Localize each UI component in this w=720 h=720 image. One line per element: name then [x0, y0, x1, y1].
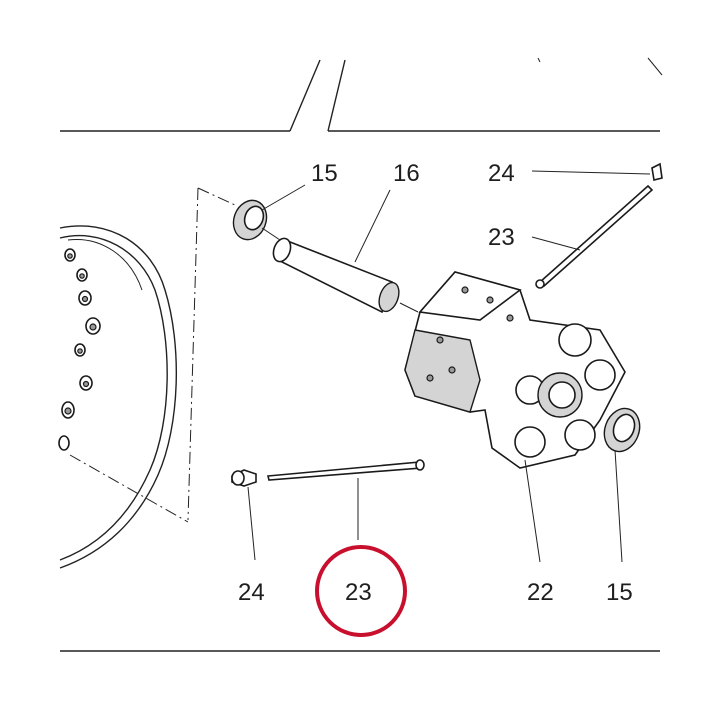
frame-lines	[60, 57, 663, 652]
rim-holes	[58, 248, 101, 451]
wheel-rim	[58, 225, 178, 569]
screw-top	[651, 162, 663, 181]
rod-bottom	[266, 459, 425, 481]
callout-hub: 22	[527, 579, 554, 606]
callout-screw-bottom: 24	[238, 579, 265, 606]
screw-bottom	[231, 469, 257, 487]
seal-ring-top	[232, 199, 268, 241]
callout-rod-top: 23	[488, 224, 515, 251]
highlight-ring	[315, 545, 407, 637]
callout-spacer-tube: 16	[393, 160, 420, 187]
assembly-centerlines	[69, 187, 236, 523]
leader-lines	[247, 170, 651, 563]
callout-screw-top: 24	[488, 160, 515, 187]
seal-ring-bottom	[603, 407, 641, 453]
hub-small-holes	[426, 286, 514, 382]
hub-bolt-holes	[514, 323, 616, 458]
callout-bearing-bottom: 15	[606, 579, 633, 606]
spacer-tube	[261, 227, 419, 314]
callout-bearing-top: 15	[311, 160, 338, 187]
callout-rod-bottom: 23	[345, 579, 372, 606]
wheel-hub	[404, 271, 626, 469]
rod-top	[535, 184, 654, 289]
